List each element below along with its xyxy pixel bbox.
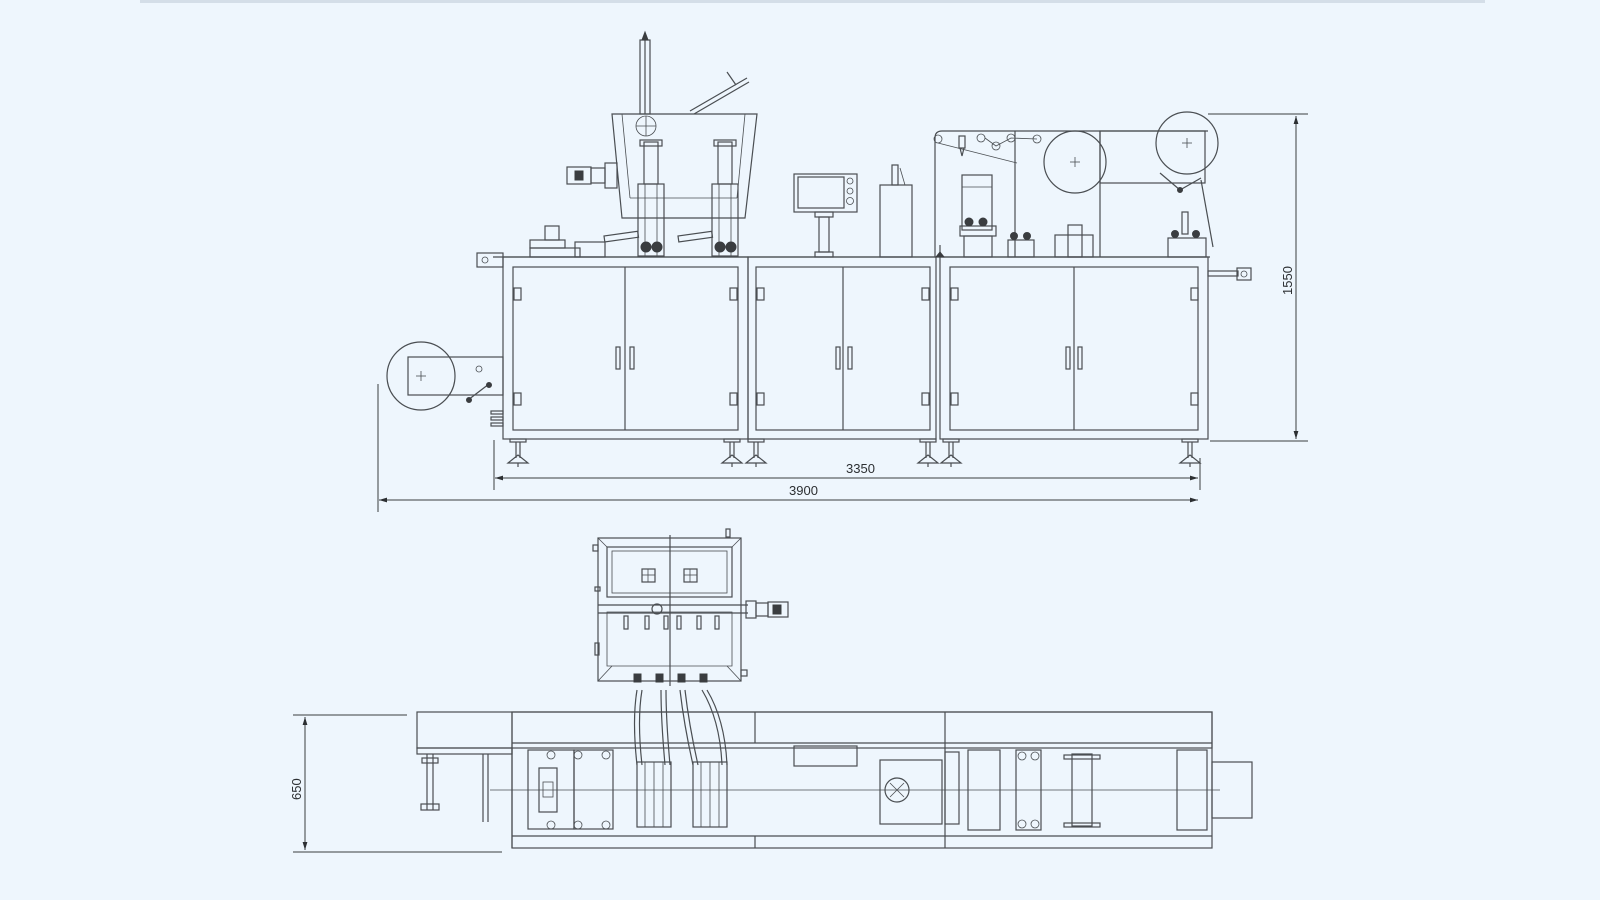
dimension-height-1550: 1550 — [1208, 113, 1308, 442]
dosing-column-2 — [711, 139, 739, 257]
film-unwinder-left — [386, 252, 504, 427]
hopper-top-view — [592, 528, 789, 686]
feeding-hopper — [529, 30, 758, 258]
dosing-column-1 — [637, 139, 665, 257]
dimension-label-1550: 1550 — [1280, 266, 1295, 295]
sealing-station — [933, 111, 1252, 281]
heating-unit — [879, 164, 913, 258]
cabinet-2 — [747, 256, 937, 440]
dimension-body-length-3350: 3350 — [493, 440, 1201, 490]
dimension-width-650: 650 — [289, 714, 502, 853]
dimension-label-3350: 3350 — [846, 461, 875, 476]
front-elevation-view: 1550 3350 3900 — [377, 30, 1308, 512]
cabinet-1 — [502, 256, 749, 440]
machine-feet — [506, 438, 1202, 467]
feed-hoses — [633, 673, 728, 766]
top-border-line — [140, 0, 1485, 3]
dimension-overall-length-3900: 3900 — [377, 384, 1198, 512]
machine-frame-top-view — [416, 711, 1253, 849]
dimension-label-650: 650 — [289, 778, 304, 800]
cabinet-3 — [939, 256, 1209, 440]
dimension-label-3900: 3900 — [789, 483, 818, 498]
control-panel — [793, 173, 858, 258]
top-plan-view: 650 — [289, 528, 1253, 853]
